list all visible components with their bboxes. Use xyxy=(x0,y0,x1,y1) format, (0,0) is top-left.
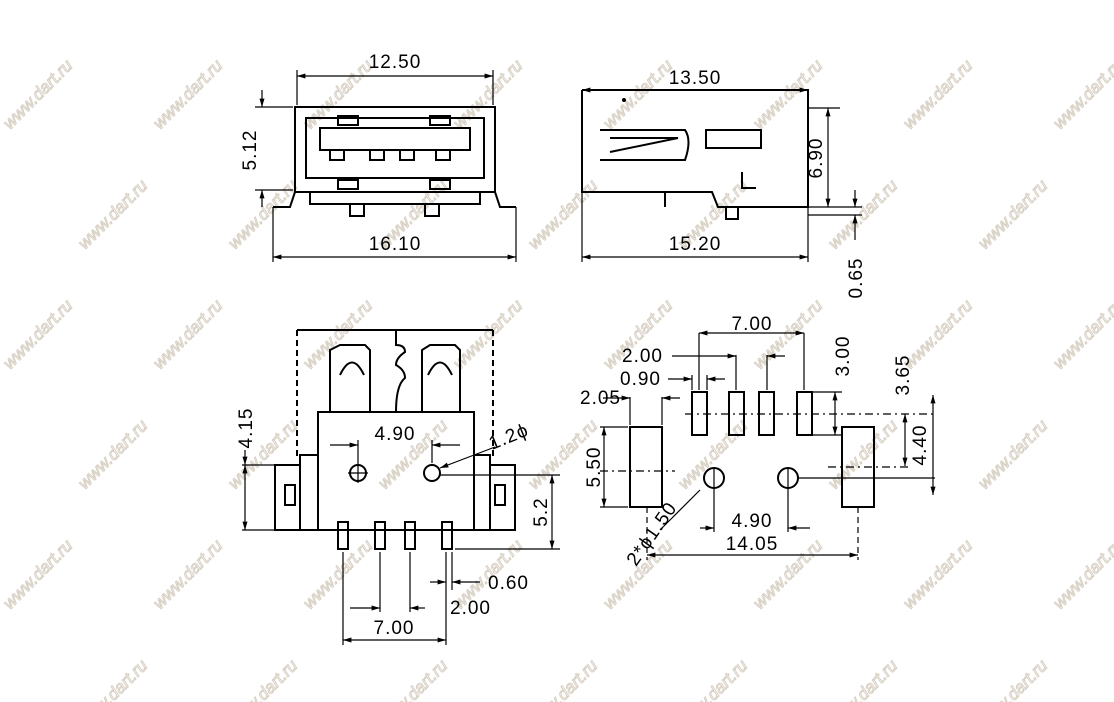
dim-mount-pad-length: 5.50 xyxy=(584,447,605,488)
watermark-text: www.dart.ru xyxy=(374,656,451,702)
watermark-text: www.dart.ru xyxy=(449,56,526,133)
dim-pad-span: 7.00 xyxy=(732,314,773,335)
bottom-view xyxy=(242,329,560,645)
dim-front-width-bottom: 16.10 xyxy=(369,234,422,255)
watermark-text: www.dart.ru xyxy=(1049,296,1114,373)
dim-pad-pitch: 2.00 xyxy=(622,346,663,367)
watermark-text: www.dart.ru xyxy=(74,656,151,702)
watermark-text: www.dart.ru xyxy=(299,296,376,373)
dim-side-length-top: 13.50 xyxy=(669,68,722,89)
dim-hole-spacing: 4.90 xyxy=(375,424,416,445)
dim-side-length-bottom: 15.20 xyxy=(669,234,722,255)
watermark-text: www.dart.ru xyxy=(749,56,826,133)
watermark-text: www.dart.ru xyxy=(899,536,976,613)
dim-pin-span: 7.00 xyxy=(374,618,415,639)
dim-pin-width: 0.60 xyxy=(488,573,529,594)
dim-mount-span: 14.05 xyxy=(726,534,779,555)
pcb-footprint xyxy=(600,330,936,560)
watermark-text: www.dart.ru xyxy=(224,176,301,253)
watermark-text: www.dart.ru xyxy=(1049,56,1114,133)
watermark-text: www.dart.ru xyxy=(824,656,901,702)
dim-row-offset: 3.65 xyxy=(893,355,914,396)
watermark-text: www.dart.ru xyxy=(899,56,976,133)
watermark-text: www.dart.ru xyxy=(974,416,1051,493)
watermark-text: www.dart.ru xyxy=(1049,536,1114,613)
front-view xyxy=(255,70,517,262)
watermark-text: www.dart.ru xyxy=(524,656,601,702)
watermark-text: www.dart.ru xyxy=(74,416,151,493)
side-view xyxy=(581,87,862,262)
watermark-text: www.dart.ru xyxy=(224,656,301,702)
watermark-text: www.dart.ru xyxy=(674,416,751,493)
dim-pad-length: 3.00 xyxy=(833,336,854,377)
watermark-text: www.dart.ru xyxy=(149,56,226,133)
dim-front-height: 5.12 xyxy=(240,130,261,171)
watermark-text: www.dart.ru xyxy=(0,296,77,373)
dim-post-height: 4.15 xyxy=(236,408,257,449)
watermark-text: www.dart.ru xyxy=(824,176,901,253)
watermark-text: www.dart.ru xyxy=(149,536,226,613)
watermark-text: www.dart.ru xyxy=(0,536,77,613)
dim-pad-width: 0.90 xyxy=(620,369,661,390)
dim-mount-pad-width: 2.05 xyxy=(580,388,621,409)
watermark-text: www.dart.ru xyxy=(674,656,751,702)
dim-hole-offset: 4.40 xyxy=(910,425,931,466)
watermark-text: www.dart.ru xyxy=(599,56,676,133)
watermark-text: www.dart.ru xyxy=(0,56,77,133)
dim-pin-pitch: 2.00 xyxy=(450,598,491,619)
watermark-layer: www.dart.ru www.dart.ru www.dart.ru www.dar… xyxy=(0,55,1114,702)
watermark-text: www.dart.ru xyxy=(149,296,226,373)
dim-front-width-top: 12.50 xyxy=(369,52,422,73)
dim-footprint-hole-spacing: 4.90 xyxy=(732,511,773,532)
dim-hole-to-pin: 5.2 xyxy=(531,497,552,526)
watermark-text: www.dart.ru xyxy=(524,176,601,253)
watermark-text: www.dart.ru xyxy=(74,176,151,253)
dim-side-offset: 0.65 xyxy=(846,258,867,299)
dim-side-height: 6.90 xyxy=(806,138,827,179)
watermark-text: www.dart.ru xyxy=(974,176,1051,253)
watermark-text: www.dart.ru xyxy=(974,656,1051,702)
